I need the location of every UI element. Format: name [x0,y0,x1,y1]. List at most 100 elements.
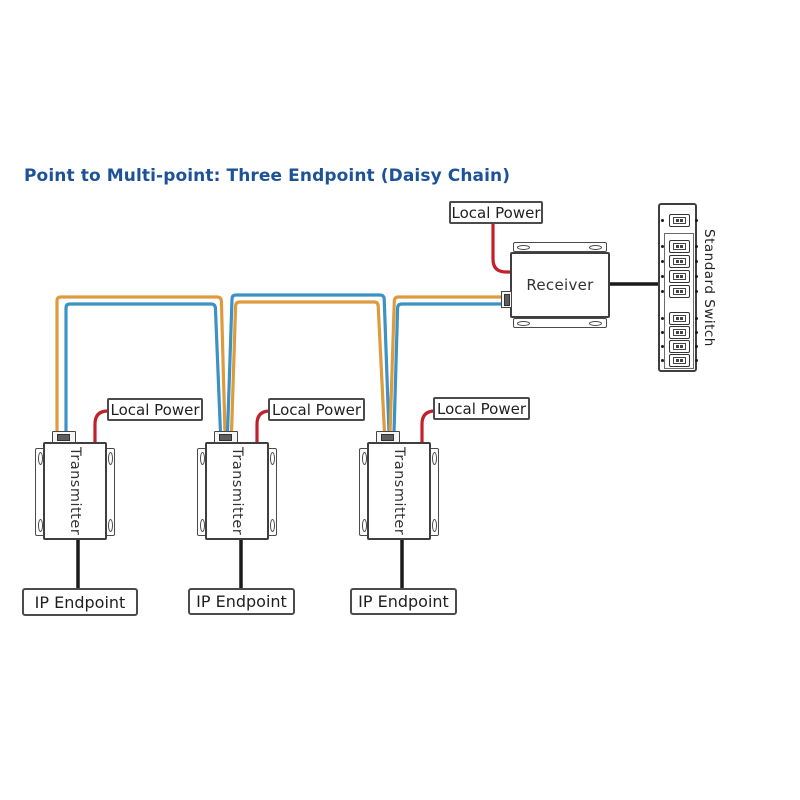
utp-wire-blue-span1 [64,302,223,434]
rj45-pins [673,243,686,250]
ip-endpoint-text: IP Endpoint [196,592,287,611]
ip-endpoint-text: IP Endpoint [358,592,449,611]
transmitter-label: Transmitter [229,446,245,536]
utp-wire-blue-span3 [392,302,503,434]
screw-hole [431,519,437,532]
ip-endpoint-label-2: IP Endpoint [188,588,295,615]
screw-hole [199,452,205,465]
rj45-port-row [660,312,699,325]
local-power-label-tx2: Local Power [268,398,365,421]
ip-endpoint-text: IP Endpoint [34,592,126,612]
rj45-port [669,270,690,283]
screw-dot [661,245,664,248]
screw-dot [695,260,698,263]
local-power-label-tx3: Local Power [433,397,530,420]
tx-body: Transmitter [43,442,107,540]
utp-wire-orange-span3 [388,295,503,434]
screw-hole [107,519,113,532]
rj45-port-row [660,214,699,227]
rj45-port-row [660,240,699,253]
ip-endpoint-label-1: IP Endpoint [22,588,138,616]
screw-hole [361,452,367,465]
local-power-text: Local Power [437,399,526,418]
local-power-text: Local Power [110,400,200,419]
screw-dot [695,359,698,362]
screw-hole [517,244,530,250]
screw-dot [661,331,664,334]
power-wire-receiver [491,223,512,274]
utp-wire-orange-span1 [55,295,227,434]
tx-rj45-connector [214,431,238,443]
screw-dot [661,275,664,278]
diagram-title: Point to Multi-point: Three Endpoint (Da… [24,166,511,186]
receiver-device: Receiver [501,242,611,328]
screw-dot [695,331,698,334]
transmitter-label: Transmitter [391,446,407,536]
screw-hole [361,519,367,532]
screw-dot [661,359,664,362]
rj45-port [669,354,690,367]
power-wire-tx3 [420,409,436,444]
screw-hole [37,452,43,465]
rj45-pins [673,288,686,295]
screw-dot [661,317,664,320]
screw-hole [517,320,530,326]
transmitter-label: Transmitter [67,446,83,536]
receiver-rj45-connector [501,291,512,308]
power-wire-tx1 [93,409,109,444]
rj45-pins [673,258,686,265]
rj45-pins [673,315,686,322]
rj45-port-row [660,340,699,353]
receiver-body: Receiver [510,252,610,318]
screw-hole [199,519,205,532]
rj45-insert [219,434,232,441]
utp-wire-orange-span2 [229,300,387,434]
receiver-flange-top [513,242,607,252]
rj45-insert [57,434,70,441]
transmitter-device-2: Transmitter [197,431,277,540]
switch-label: Standard Switch [701,228,717,347]
transmitter-device-3: Transmitter [359,431,439,540]
screw-hole [431,452,437,465]
screw-hole [269,519,275,532]
tx-body: Transmitter [367,442,431,540]
rj45-port-row [660,285,699,298]
rj45-port-row [660,270,699,283]
local-power-text: Local Power [272,400,361,419]
rj45-port [669,326,690,339]
rj45-port-row [660,354,699,367]
screw-hole [589,320,602,326]
rj45-port-row [660,326,699,339]
switch-label-wrap: Standard Switch [698,203,720,372]
screw-dot [695,290,698,293]
rj45-port [669,312,690,325]
rj45-pins [673,343,686,350]
ip-endpoint-label-3: IP Endpoint [350,588,457,615]
rj45-port [669,285,690,298]
power-wire-tx2 [255,409,271,444]
rj45-insert [504,294,510,306]
tx-rj45-connector [376,431,400,443]
rj45-pins [673,357,686,364]
tx-rj45-connector [52,431,76,443]
screw-hole [37,519,43,532]
screw-dot [661,345,664,348]
standard-switch-device [658,203,699,372]
screw-dot [695,245,698,248]
local-power-text: Local Power [451,203,541,222]
rj45-port [669,255,690,268]
switch-port-panel [664,233,694,369]
rj45-port [669,214,690,227]
local-power-label-tx1: Local Power [107,398,203,421]
screw-hole [589,244,602,250]
receiver-flange-bottom [513,318,607,328]
screw-dot [661,290,664,293]
tx-body: Transmitter [205,442,269,540]
rj45-port-row [660,255,699,268]
receiver-label: Receiver [526,276,594,294]
screw-hole [107,452,113,465]
screw-dot [695,317,698,320]
rj45-port [669,340,690,353]
